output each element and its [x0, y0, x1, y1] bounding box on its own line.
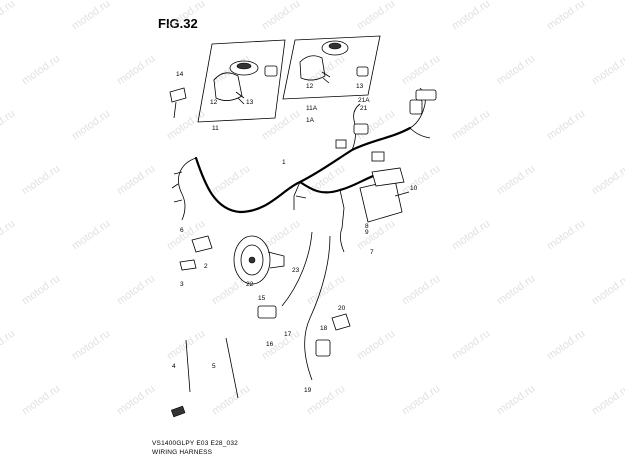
model-code: VS1400GLPY E03 E28_032: [152, 440, 238, 447]
watermark-text: motod.ru: [400, 163, 442, 198]
watermark-text: motod.ru: [400, 273, 442, 308]
watermark-text: motod.ru: [355, 328, 397, 363]
watermark-text: motod.ru: [590, 163, 625, 198]
callout-7: 7: [370, 249, 374, 256]
watermark-text: motod.ru: [0, 328, 17, 363]
watermark-text: motod.ru: [545, 0, 587, 32]
watermark-text: motod.ru: [355, 0, 397, 32]
watermark-text: motod.ru: [305, 273, 347, 308]
key-part-14: [169, 87, 187, 119]
callout-11: 11: [212, 125, 219, 132]
watermark-text: motod.ru: [70, 0, 112, 32]
watermark-text: motod.ru: [545, 328, 587, 363]
figure-caption: WIRING HARNESS: [152, 449, 213, 456]
front-arrow-marker: [170, 405, 186, 418]
callout-12: 12: [210, 99, 218, 106]
watermark-text: motod.ru: [70, 328, 112, 363]
main-harness: [171, 87, 431, 253]
callout-1A: 1A: [306, 117, 315, 124]
callout-5: 5: [212, 363, 216, 370]
watermark-text: motod.ru: [165, 0, 207, 32]
watermark-text: motod.ru: [20, 163, 62, 198]
callout-8: 8: [365, 223, 369, 230]
callout-13: 13: [356, 83, 364, 90]
watermark-text: motod.ru: [400, 53, 442, 88]
watermark-text: motod.ru: [210, 383, 252, 418]
callout-20: 20: [338, 305, 346, 312]
watermark-text: motod.ru: [165, 108, 207, 143]
callout-2: 2: [204, 263, 208, 270]
watermark-text: motod.ru: [20, 53, 62, 88]
callout-18: 18: [320, 325, 328, 332]
callout-10: 10: [410, 185, 418, 192]
callout-16: 16: [266, 341, 274, 348]
watermark-text: motod.ru: [260, 0, 302, 32]
relay-unit-7: [359, 167, 410, 223]
watermark-text: motod.ru: [20, 273, 62, 308]
callout-1: 1: [282, 159, 286, 166]
watermark-text: motod.ru: [450, 0, 492, 32]
callout-11A: 11A: [306, 105, 318, 112]
callout-23: 23: [292, 267, 300, 274]
watermark-text: motod.ru: [0, 108, 17, 143]
watermark-text: motod.ru: [495, 53, 537, 88]
watermark-text: motod.ru: [20, 383, 62, 418]
sensor-lead-15-16: [257, 231, 351, 381]
watermark-text: motod.ru: [545, 218, 587, 253]
callout-21A: 21A: [358, 97, 370, 104]
callout-4: 4: [172, 363, 176, 370]
watermark-text: motod.ru: [115, 383, 157, 418]
watermark-text: motod.ru: [495, 383, 537, 418]
figure-title: FIG.32: [158, 16, 198, 31]
watermark-text: motod.ru: [545, 108, 587, 143]
callout-3: 3: [180, 281, 184, 288]
cable-ties-4-5: [185, 337, 239, 399]
watermark-text: motod.ru: [115, 163, 157, 198]
watermark-text: motod.ru: [590, 273, 625, 308]
watermark-text: motod.ru: [260, 108, 302, 143]
watermark-text: motod.ru: [450, 108, 492, 143]
watermark-text: motod.ru: [0, 0, 17, 32]
watermark-text: motod.ru: [495, 273, 537, 308]
watermark-text: motod.ru: [0, 218, 17, 253]
callout-9: 9: [365, 229, 369, 236]
ignition-switch-box-left: [197, 39, 286, 123]
callout-15: 15: [258, 295, 266, 302]
watermark-text: motod.ru: [70, 218, 112, 253]
watermark-text: motod.ru: [495, 163, 537, 198]
watermark-text: motod.ru: [450, 218, 492, 253]
ignition-switch-box-right: [282, 35, 381, 100]
watermark-text: motod.ru: [400, 383, 442, 418]
connector-cluster-upper: [335, 89, 437, 162]
callout-19: 19: [304, 387, 312, 394]
callout-21: 21: [360, 105, 368, 112]
callout-14: 14: [176, 71, 184, 78]
horn-22: [233, 235, 285, 285]
callout-12: 12: [306, 83, 314, 90]
callout-22: 22: [246, 281, 254, 288]
watermark-text: motod.ru: [355, 218, 397, 253]
callout-17: 17: [284, 331, 292, 338]
callout-13: 13: [246, 99, 254, 106]
watermark-text: motod.ru: [70, 108, 112, 143]
watermark-text: motod.ru: [450, 328, 492, 363]
callout-6: 6: [180, 227, 184, 234]
watermark-text: motod.ru: [115, 53, 157, 88]
watermark-text: motod.ru: [590, 383, 625, 418]
bracket-part-2: [179, 235, 213, 271]
watermark-text: motod.ru: [590, 53, 625, 88]
watermark-text: motod.ru: [115, 273, 157, 308]
watermark-text: motod.ru: [210, 163, 252, 198]
